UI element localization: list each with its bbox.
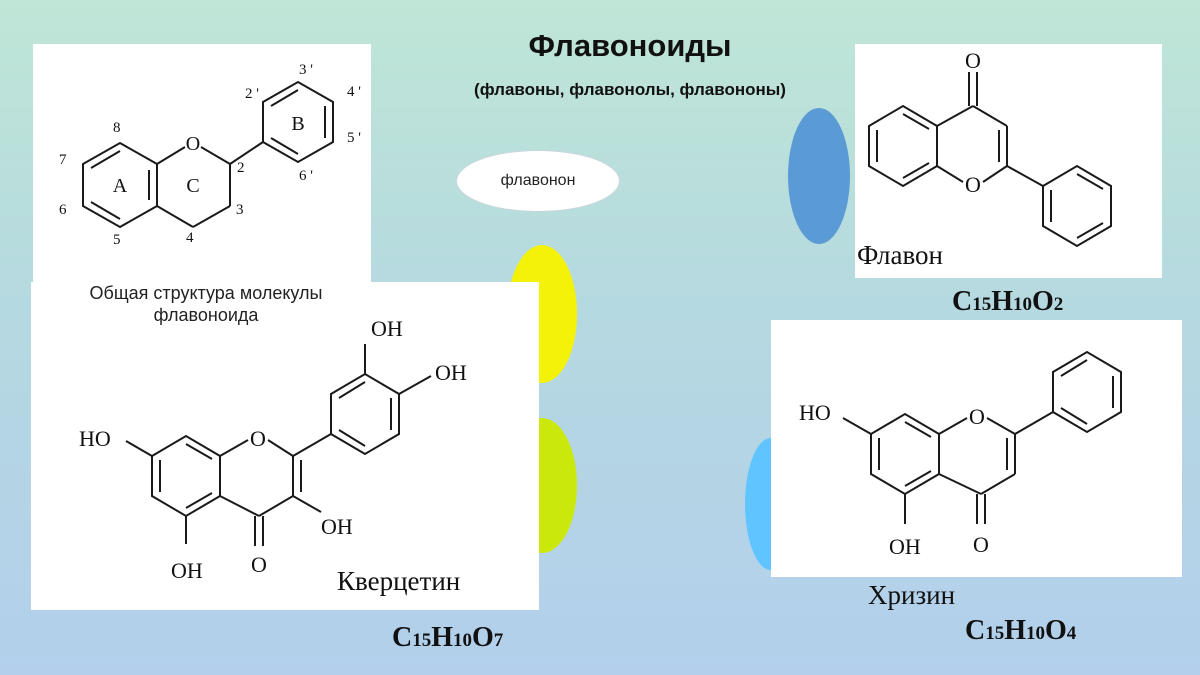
caption-line-2: флавоноида (153, 305, 259, 325)
general-structure-caption: Общая структура молекулы флавоноида (41, 282, 371, 326)
blue-oval (788, 108, 850, 244)
chrysin-formula: C15H10O4 (965, 615, 1077, 646)
position-8: 8 (113, 120, 121, 136)
position-5-prime: 5 ' (347, 130, 361, 146)
flavone-formula: C15H10O2 (952, 286, 1064, 317)
quercetin-ring-oxygen: O (250, 426, 266, 451)
ring-c-label: C (186, 175, 199, 197)
flavone-name: Флавон (857, 240, 943, 270)
quercetin-oh-bottom: OH (171, 558, 203, 583)
quercetin-name: Кверцетин (337, 566, 461, 596)
quercetin-panel: Общая структура молекулы флавоноида (31, 282, 539, 610)
position-4: 4 (186, 230, 194, 246)
flavanone-label: флавонон (500, 172, 576, 189)
ring-a-label: A (113, 175, 128, 197)
position-5: 5 (113, 232, 121, 248)
ring-b-label: B (291, 113, 304, 135)
position-3: 3 (236, 202, 244, 218)
chrysin-ring-oxygen: O (969, 404, 985, 429)
general-structure-diagram: O A C B 2 3 4 5 6 7 8 2 ' 3 ' 4 ' 5 ' 6 … (59, 62, 361, 248)
flavanone-oval: флавонон (456, 150, 620, 212)
position-4-prime: 4 ' (347, 84, 361, 100)
quercetin-oh-right: OH (435, 360, 467, 385)
flavone-panel: O O Флавон (855, 44, 1162, 278)
general-oxygen: O (186, 133, 200, 155)
chrysin-oh-bottom: OH (889, 534, 921, 559)
position-7: 7 (59, 152, 67, 168)
ring-b-shape (262, 80, 334, 164)
position-2-prime: 2 ' (245, 86, 259, 102)
position-3-prime: 3 ' (299, 62, 313, 78)
page-subtitle: (флавоны, флавонолы, флавононы) (474, 80, 786, 99)
general-structure-panel: O A C B 2 3 4 5 6 7 8 2 ' 3 ' 4 ' 5 ' 6 … (33, 44, 371, 282)
quercetin-carbonyl-oxygen: O (251, 552, 267, 577)
chrysin-name: Хризин (868, 580, 956, 610)
quercetin-oh-top: OH (371, 316, 403, 341)
flavone-ring-oxygen: O (965, 172, 981, 197)
chrysin-carbonyl-oxygen: O (973, 532, 989, 557)
page-title: Флавоноиды (528, 28, 732, 63)
position-6-prime: 6 ' (299, 168, 313, 184)
quercetin-diagram: HO O O OH OH OH OH (79, 316, 467, 583)
chrysin-diagram: HO O O OH (799, 350, 1122, 559)
quercetin-oh-c3: OH (321, 514, 353, 539)
flavone-carbonyl-oxygen: O (965, 48, 981, 73)
flavone-diagram: O O (868, 48, 1112, 248)
chrysin-panel: HO O O OH (771, 320, 1182, 577)
position-6: 6 (59, 202, 67, 218)
position-2: 2 (237, 160, 245, 176)
quercetin-formula: C15H10O7 (392, 622, 504, 653)
chrysin-ho-left: HO (799, 400, 831, 425)
quercetin-ho-left: HO (79, 426, 111, 451)
caption-line-1: Общая структура молекулы (89, 283, 323, 303)
